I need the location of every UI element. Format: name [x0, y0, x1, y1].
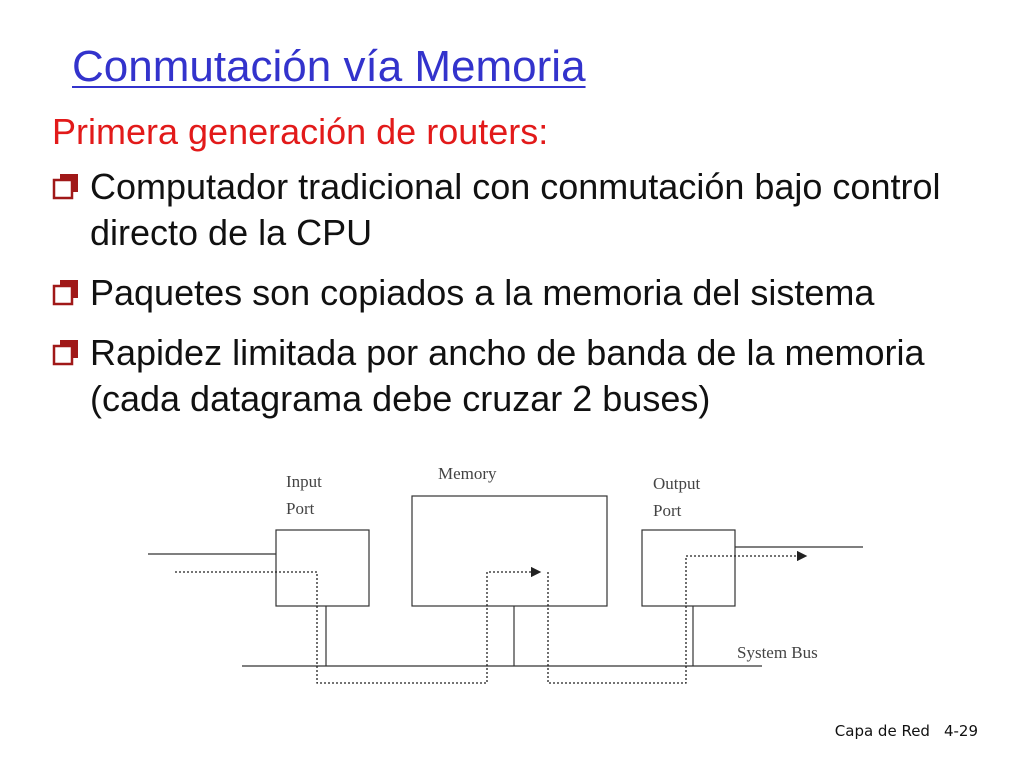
footer-page-number: 4-29 [943, 722, 978, 740]
input-port-box [275, 529, 370, 607]
system-bus-label: System Bus [737, 643, 818, 662]
input-port-label: Port [286, 499, 315, 518]
slide-subtitle: Primera generación de routers: [52, 111, 549, 152]
output-port-label: Port [653, 501, 682, 520]
input-port-label: Input [286, 472, 322, 491]
memory-box [411, 495, 608, 607]
bullet-text: Rapidez limitada por ancho de banda de l… [90, 332, 925, 419]
slide-footer: Capa de Red 4-29 [835, 722, 978, 740]
footer-section: Capa de Red [834, 722, 930, 740]
datagram-path-in [175, 566, 542, 684]
bullet-text: Computador tradicional con conmutación b… [90, 166, 941, 253]
bullet-item: Computador tradicional con conmutación b… [52, 164, 992, 256]
bullet-item: Paquetes son copiados a la memoria del s… [52, 270, 992, 316]
datagram-path-out [547, 550, 808, 684]
checkbox-square-icon [52, 340, 78, 366]
bullet-item: Rapidez limitada por ancho de banda de l… [52, 330, 992, 422]
memory-label: Memory [438, 464, 497, 483]
checkbox-square-icon [52, 174, 78, 200]
checkbox-square-icon [52, 280, 78, 306]
bullet-text: Paquetes son copiados a la memoria del s… [90, 272, 875, 313]
output-port-box [641, 529, 736, 607]
slide-title: Conmutación vía Memoria [72, 42, 586, 91]
output-port-label: Output [653, 474, 701, 493]
bullet-list: Computador tradicional con conmutación b… [52, 164, 992, 436]
